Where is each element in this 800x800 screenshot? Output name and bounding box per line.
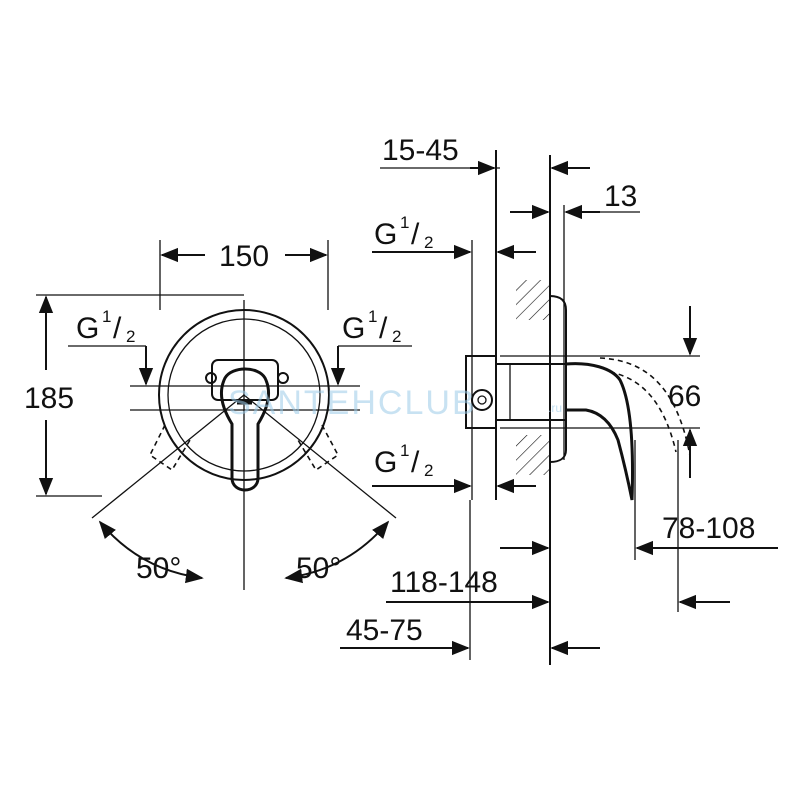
- angle-left-label: 50°: [136, 552, 181, 585]
- dim-118-148-label: 118-148: [390, 566, 498, 599]
- screw-right: [277, 372, 289, 384]
- svg-text:2: 2: [424, 233, 433, 252]
- svg-text:2: 2: [424, 461, 433, 480]
- valve-stem: [495, 363, 567, 421]
- svg-text:SANTEHCLUB: SANTEHCLUB: [228, 384, 477, 422]
- lever-side: [565, 362, 634, 501]
- svg-text:/: /: [379, 312, 388, 345]
- svg-text:/: /: [411, 446, 420, 479]
- screw-left: [205, 372, 217, 384]
- angle-arc-right: [284, 520, 390, 584]
- dim-66-label: 66: [668, 380, 701, 413]
- dim-13-label: 13: [604, 180, 637, 213]
- svg-text:G: G: [76, 312, 99, 345]
- svg-text:/: /: [411, 218, 420, 251]
- dim-15-45-label: 15-45: [382, 134, 459, 167]
- front-view: 150 185 G 1 / 2 G 1 / 2: [24, 240, 412, 590]
- wall-hatch-bottom: [516, 435, 550, 475]
- thread-right-label: G 1 / 2: [342, 307, 401, 346]
- lever-handle: [220, 367, 270, 492]
- dim-150-label: 150: [219, 240, 269, 273]
- thread-side-bottom-label: G 1 / 2: [374, 441, 433, 480]
- dim-78-108-label: 78-108: [662, 512, 755, 545]
- dim-185-label: 185: [24, 382, 74, 415]
- svg-text:1: 1: [400, 441, 409, 460]
- valve-port-inner: [477, 395, 487, 405]
- angle-line-left: [91, 394, 245, 519]
- svg-text:1: 1: [400, 213, 409, 232]
- svg-text:2: 2: [126, 327, 135, 346]
- angle-arc-left: [98, 520, 204, 584]
- svg-text:G: G: [374, 446, 397, 479]
- side-view: 15-45 13 G 1 / 2 66 G 1 / 2: [340, 134, 778, 665]
- outlet-left-dashed: [148, 424, 191, 472]
- wall-hatch-top: [516, 280, 550, 320]
- svg-text:/: /: [113, 312, 122, 345]
- svg-text:1: 1: [368, 307, 377, 326]
- thread-left-label: G 1 / 2: [76, 307, 135, 346]
- thread-side-top-label: G 1 / 2: [374, 213, 433, 252]
- svg-text:.ru: .ru: [548, 401, 562, 415]
- dim-45-75-label: 45-75: [346, 614, 423, 647]
- valve-port: [471, 389, 493, 411]
- outlet-right-dashed: [297, 424, 340, 472]
- angle-line-right: [243, 394, 397, 519]
- angle-right-label: 50°: [296, 552, 341, 585]
- watermark: SANTEHCLUB .ru: [228, 384, 562, 422]
- svg-text:1: 1: [102, 307, 111, 326]
- svg-text:G: G: [342, 312, 365, 345]
- svg-text:2: 2: [392, 327, 401, 346]
- svg-text:G: G: [374, 218, 397, 251]
